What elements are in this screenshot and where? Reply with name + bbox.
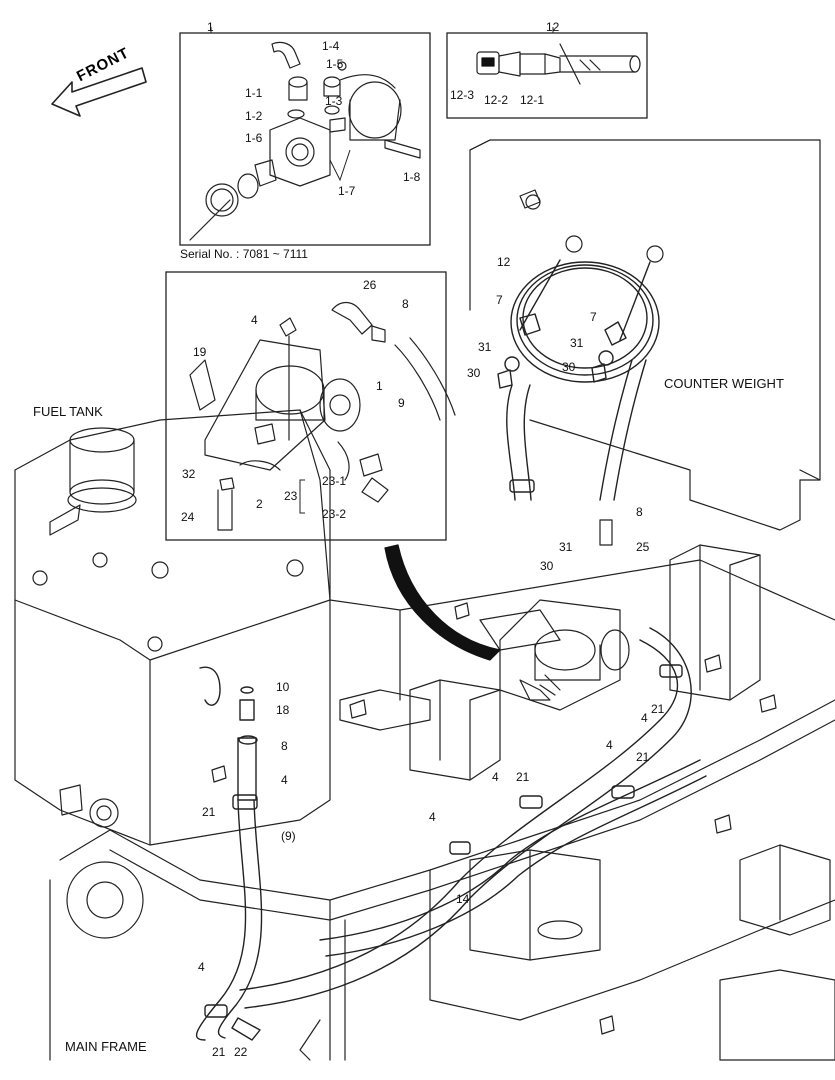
callout-c31a: 31 [478, 340, 492, 354]
callout-c22: 22 [234, 1045, 248, 1059]
callout-c4f: 4 [429, 810, 436, 824]
callout-c26: 26 [363, 278, 377, 292]
machine-frame [14, 139, 835, 1061]
callout-c9p: (9) [281, 829, 296, 843]
main-frame-label: MAIN FRAME [65, 1039, 147, 1054]
callout-c23-1: 23-1 [322, 474, 347, 488]
inset-pump-assembly [179, 32, 431, 246]
callout-c23: 23 [284, 489, 298, 503]
callout-c1-2: 1-2 [245, 109, 263, 123]
front-arrow-icon [51, 67, 147, 117]
inset-hose-assembly [446, 32, 648, 119]
callout-c8b: 8 [636, 505, 643, 519]
callout-c19: 19 [193, 345, 207, 359]
callout-c4d: 4 [492, 770, 499, 784]
callout-c21b: 21 [636, 750, 650, 764]
callout-c21e: 21 [212, 1045, 226, 1059]
fuel-tank-label: FUEL TANK [33, 404, 103, 419]
callout-c1-1: 1-1 [245, 86, 263, 100]
inset-hose-title: 12 [546, 20, 560, 34]
callout-c12: 12 [497, 255, 511, 269]
coil-hose [497, 259, 660, 389]
inset-pump-title: 1 [207, 20, 214, 34]
callout-c12-1: 12-1 [520, 93, 545, 107]
callout-c21c: 21 [516, 770, 530, 784]
callout-c8c: 8 [281, 739, 288, 753]
serial-note: Serial No. : 7081 ~ 7111 [180, 247, 308, 261]
fuel-hoses [195, 359, 707, 1041]
callout-c1-8: 1-8 [403, 170, 421, 184]
callout-c12-3: 12-3 [450, 88, 475, 102]
hose-end-detail [476, 43, 641, 85]
callout-c23-2: 23-2 [322, 507, 347, 521]
callout-c12-2: 12-2 [484, 93, 509, 107]
fuel-pump-installed [499, 519, 630, 711]
callout-c31b: 31 [570, 336, 584, 350]
counter-weight-label: COUNTER WEIGHT [664, 376, 784, 391]
callout-c2: 2 [256, 497, 263, 511]
callout-c24: 24 [181, 510, 195, 524]
callout-c18: 18 [276, 703, 290, 717]
callout-c31c: 31 [559, 540, 573, 554]
pump-bracket-detail [189, 301, 456, 531]
callout-c30c: 30 [540, 559, 554, 573]
callout-c1: 1 [376, 379, 383, 393]
callout-c4e: 4 [281, 773, 288, 787]
callout-c1-5: 1-5 [326, 57, 344, 71]
callout-c10: 10 [276, 680, 290, 694]
callout-c4g: 4 [198, 960, 205, 974]
pump-exploded-view [189, 41, 421, 241]
callout-c4a: 4 [251, 313, 258, 327]
callout-c7b: 7 [590, 310, 597, 324]
callout-c21d: 21 [202, 805, 216, 819]
callout-c9: 9 [398, 396, 405, 410]
callout-c21a: 21 [651, 702, 665, 716]
callout-c1-6: 1-6 [245, 131, 263, 145]
inset-bracket-assembly [165, 271, 447, 541]
callout-c25: 25 [636, 540, 650, 554]
callout-c1-3: 1-3 [325, 94, 343, 108]
callout-c30a: 30 [467, 366, 481, 380]
callout-c32: 32 [182, 467, 196, 481]
callout-c4b: 4 [641, 711, 648, 725]
callout-c1-4: 1-4 [322, 39, 340, 53]
callout-c1-7: 1-7 [338, 184, 356, 198]
callout-c8a: 8 [402, 297, 409, 311]
callout-c7a: 7 [496, 293, 503, 307]
callout-c4c: 4 [606, 738, 613, 752]
callout-c30b: 30 [562, 360, 576, 374]
callout-c14: 14 [456, 892, 470, 906]
pointer-arrow [384, 544, 501, 661]
